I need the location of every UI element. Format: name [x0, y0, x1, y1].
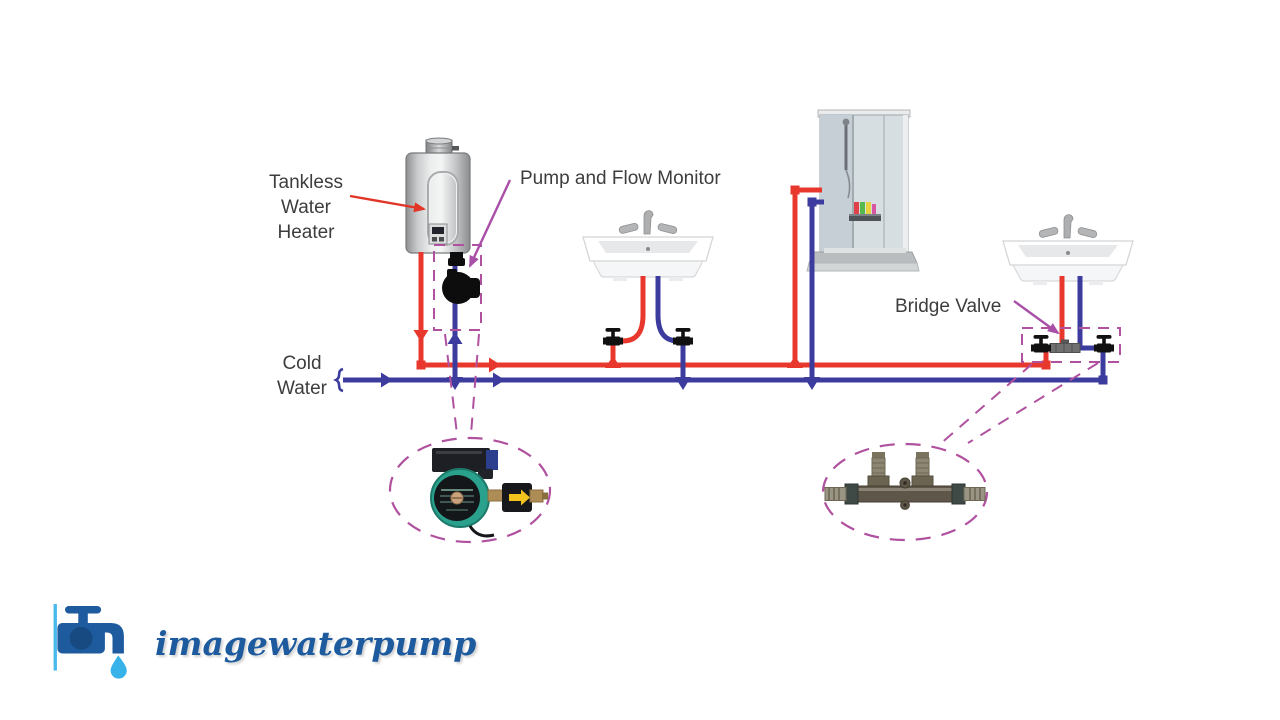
tankless-label-arrow	[349, 194, 426, 213]
cold-water-label-line1: Cold	[282, 353, 322, 374]
tankless-water-heater-label: Tankless Water Heater	[251, 170, 361, 245]
water-drop-icon	[110, 655, 127, 679]
pump-flow-monitor-label: Pump and Flow Monitor	[520, 168, 721, 189]
sink-right	[1002, 214, 1134, 286]
cold-water-supply-brace	[333, 367, 344, 393]
brand-logo: imagewaterpump	[46, 598, 476, 688]
shower-cabin	[806, 109, 920, 272]
bridge-cold-shutoff-valve	[1094, 335, 1114, 353]
pump-callout	[388, 244, 552, 544]
cold-water-label: Cold Water	[264, 351, 340, 401]
sink-left	[582, 210, 714, 282]
bridge-valve-assembly	[1031, 335, 1114, 353]
tankless-label-line3: Heater	[277, 222, 335, 243]
tankless-water-heater	[405, 137, 471, 254]
tankless-label-line1: Tankless	[269, 172, 343, 193]
cold-water-label-line2: Water	[277, 378, 327, 399]
pump-detail-image	[430, 448, 548, 538]
brand-logo-text: imagewaterpump	[155, 623, 477, 663]
bridge-label-arrow	[1013, 300, 1060, 335]
faucet-logo-icon	[53, 604, 127, 679]
bridge-valve-callout	[821, 327, 1121, 542]
tankless-label-line2: Water	[281, 197, 331, 218]
pump-label-arrow	[468, 179, 512, 268]
sink-hot-shutoff-valve	[603, 328, 623, 346]
recirculation-pump	[442, 252, 480, 304]
hot-water-line	[413, 185, 1068, 373]
bridge-valve-label: Bridge Valve	[895, 296, 1002, 317]
bridge-valve-detail-image	[824, 452, 986, 510]
sink-cold-shutoff-valve	[673, 328, 693, 346]
bridge-hot-shutoff-valve	[1031, 335, 1051, 353]
